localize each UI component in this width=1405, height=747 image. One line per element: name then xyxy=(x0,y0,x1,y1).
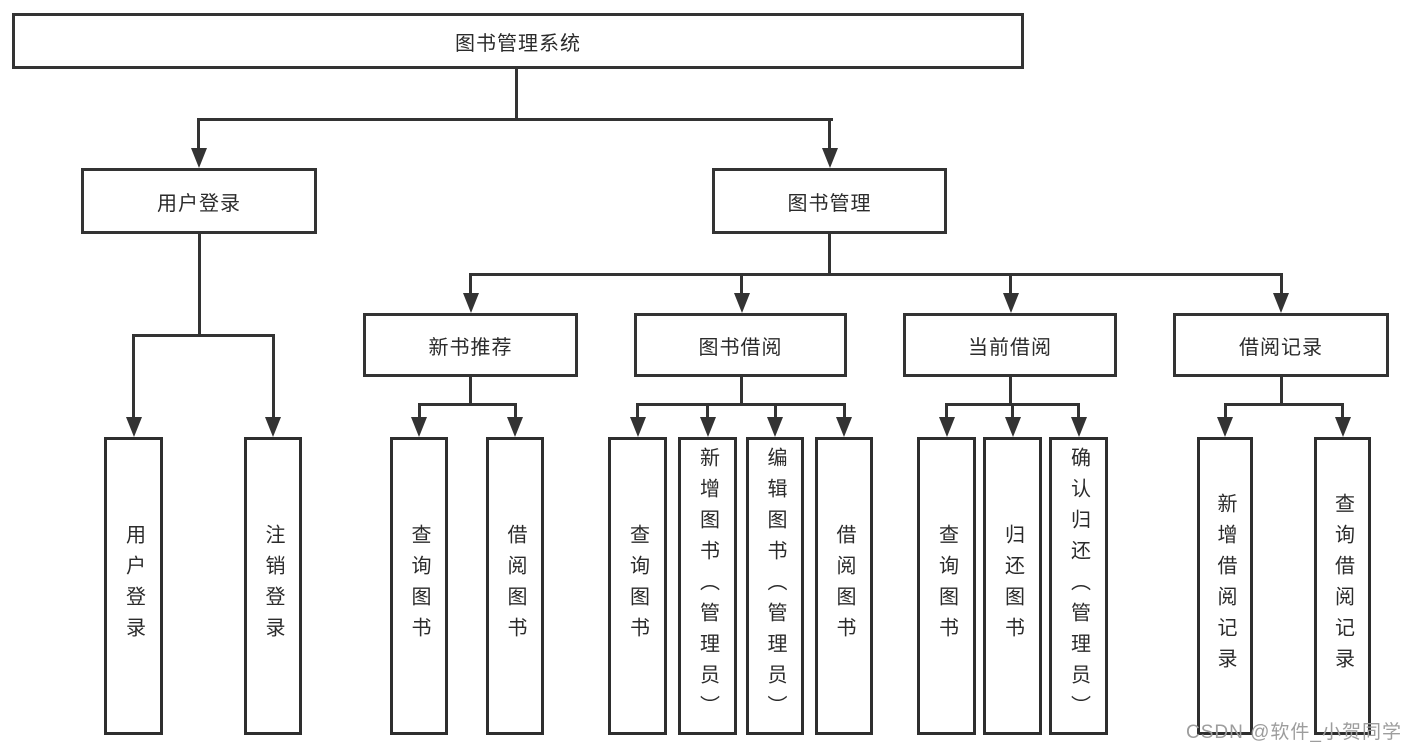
connector-borrowrecord-drop-1 xyxy=(1224,403,1227,420)
leaf-bb-add-books-admin: 新增图书（管理员） xyxy=(678,437,737,735)
connector-root-drop-right xyxy=(828,118,831,152)
leaf-bb-add-books-admin-label: 新增图书（管理员） xyxy=(696,446,719,726)
arrow-down-icon xyxy=(507,417,523,437)
leaf-user-login-label: 用户登录 xyxy=(122,524,145,648)
node-book-management: 图书管理 xyxy=(712,168,947,234)
connector-currentborrow-stem xyxy=(1009,377,1012,406)
arrow-down-icon xyxy=(822,148,838,168)
arrow-down-icon xyxy=(1071,417,1087,437)
arrow-down-icon xyxy=(836,417,852,437)
connector-userlogin-drop-2 xyxy=(272,334,275,420)
node-book-borrow: 图书借阅 xyxy=(634,313,847,377)
leaf-nb-borrow-books-label: 借阅图书 xyxy=(504,524,526,648)
leaf-bb-edit-books-admin: 编辑图书（管理员） xyxy=(746,437,804,735)
node-borrow-records: 借阅记录 xyxy=(1173,313,1389,377)
node-new-book-recommend: 新书推荐 xyxy=(363,313,578,377)
node-book-management-label: 图书管理 xyxy=(787,192,872,215)
leaf-br-query-record-label: 查询借阅记录 xyxy=(1331,493,1354,679)
connector-root-stem xyxy=(515,68,518,120)
arrow-down-icon xyxy=(463,293,479,313)
csdn-watermark: CSDN @软件_小贺同学 xyxy=(1186,722,1402,743)
leaf-cb-return-books-label: 归还图书 xyxy=(1001,524,1024,648)
connector-bookmgmt-drop-1 xyxy=(469,273,472,297)
leaf-user-login: 用户登录 xyxy=(104,437,163,735)
leaf-cb-return-books: 归还图书 xyxy=(983,437,1042,735)
connector-bookmgmt-bar xyxy=(469,273,1283,276)
connector-newbook-drop-1 xyxy=(418,403,421,420)
connector-newbook-bar xyxy=(418,403,517,406)
arrow-down-icon xyxy=(411,417,427,437)
connector-newbook-drop-2 xyxy=(514,403,517,420)
connector-bookborrow-drop-3 xyxy=(774,403,777,420)
leaf-bb-edit-books-admin-label: 编辑图书（管理员） xyxy=(764,446,786,726)
connector-root-bar xyxy=(197,118,833,121)
arrow-down-icon xyxy=(767,417,783,437)
connector-bookborrow-drop-1 xyxy=(636,403,639,420)
connector-bookborrow-drop-2 xyxy=(706,403,709,420)
leaf-bb-query-books-label: 查询图书 xyxy=(626,524,649,648)
leaf-cb-query-books: 查询图书 xyxy=(917,437,976,735)
leaf-bb-borrow-books-label: 借阅图书 xyxy=(833,524,855,648)
connector-currentborrow-drop-3 xyxy=(1077,403,1080,420)
node-current-borrow-label: 当前借阅 xyxy=(968,336,1052,359)
leaf-cb-confirm-return-admin-label: 确认归还（管理员） xyxy=(1067,446,1090,726)
leaf-br-query-record: 查询借阅记录 xyxy=(1314,437,1371,735)
leaf-logout: 注销登录 xyxy=(244,437,302,735)
connector-bookborrow-bar xyxy=(636,403,846,406)
connector-root-drop-left xyxy=(197,118,200,152)
node-new-book-recommend-label: 新书推荐 xyxy=(428,336,513,359)
arrow-down-icon xyxy=(1003,293,1019,313)
arrow-down-icon xyxy=(1273,293,1289,313)
connector-userlogin-bar xyxy=(132,334,275,337)
connector-bookborrow-stem xyxy=(740,377,743,406)
leaf-br-add-record: 新增借阅记录 xyxy=(1197,437,1253,735)
connector-userlogin-drop-1 xyxy=(132,334,135,420)
leaf-nb-query-books: 查询图书 xyxy=(390,437,448,735)
connector-bookmgmt-drop-2 xyxy=(740,273,743,297)
connector-currentborrow-drop-2 xyxy=(1011,403,1014,420)
arrow-down-icon xyxy=(700,417,716,437)
connector-bookborrow-drop-4 xyxy=(843,403,846,420)
connector-newbook-stem xyxy=(469,377,472,406)
node-user-login: 用户登录 xyxy=(81,168,317,234)
node-current-borrow: 当前借阅 xyxy=(903,313,1117,377)
arrow-down-icon xyxy=(630,417,646,437)
node-user-login-label: 用户登录 xyxy=(157,192,241,215)
arrow-down-icon xyxy=(265,417,281,437)
connector-bookmgmt-drop-4 xyxy=(1280,273,1283,297)
connector-bookmgmt-drop-3 xyxy=(1009,273,1012,297)
leaf-nb-query-books-label: 查询图书 xyxy=(408,524,430,648)
arrow-down-icon xyxy=(1335,417,1351,437)
connector-bookmgmt-stem xyxy=(828,233,831,276)
connector-borrowrecord-bar xyxy=(1224,403,1344,406)
arrow-down-icon xyxy=(734,293,750,313)
node-root: 图书管理系统 xyxy=(12,13,1024,69)
leaf-logout-label: 注销登录 xyxy=(262,524,284,648)
node-book-borrow-label: 图书借阅 xyxy=(698,336,783,359)
arrow-down-icon xyxy=(1005,417,1021,437)
leaf-bb-borrow-books: 借阅图书 xyxy=(815,437,873,735)
leaf-bb-query-books: 查询图书 xyxy=(608,437,667,735)
connector-borrowrecord-stem xyxy=(1280,377,1283,406)
arrow-down-icon xyxy=(126,417,142,437)
leaf-cb-query-books-label: 查询图书 xyxy=(935,524,958,648)
arrow-down-icon xyxy=(191,148,207,168)
connector-currentborrow-drop-1 xyxy=(945,403,948,420)
arrow-down-icon xyxy=(939,417,955,437)
node-borrow-records-label: 借阅记录 xyxy=(1239,336,1323,359)
leaf-br-add-record-label: 新增借阅记录 xyxy=(1214,493,1236,679)
leaf-cb-confirm-return-admin: 确认归还（管理员） xyxy=(1049,437,1108,735)
arrow-down-icon xyxy=(1217,417,1233,437)
connector-borrowrecord-drop-2 xyxy=(1341,403,1344,420)
connector-userlogin-stem xyxy=(198,233,201,337)
node-root-label: 图书管理系统 xyxy=(455,32,581,55)
leaf-nb-borrow-books: 借阅图书 xyxy=(486,437,544,735)
